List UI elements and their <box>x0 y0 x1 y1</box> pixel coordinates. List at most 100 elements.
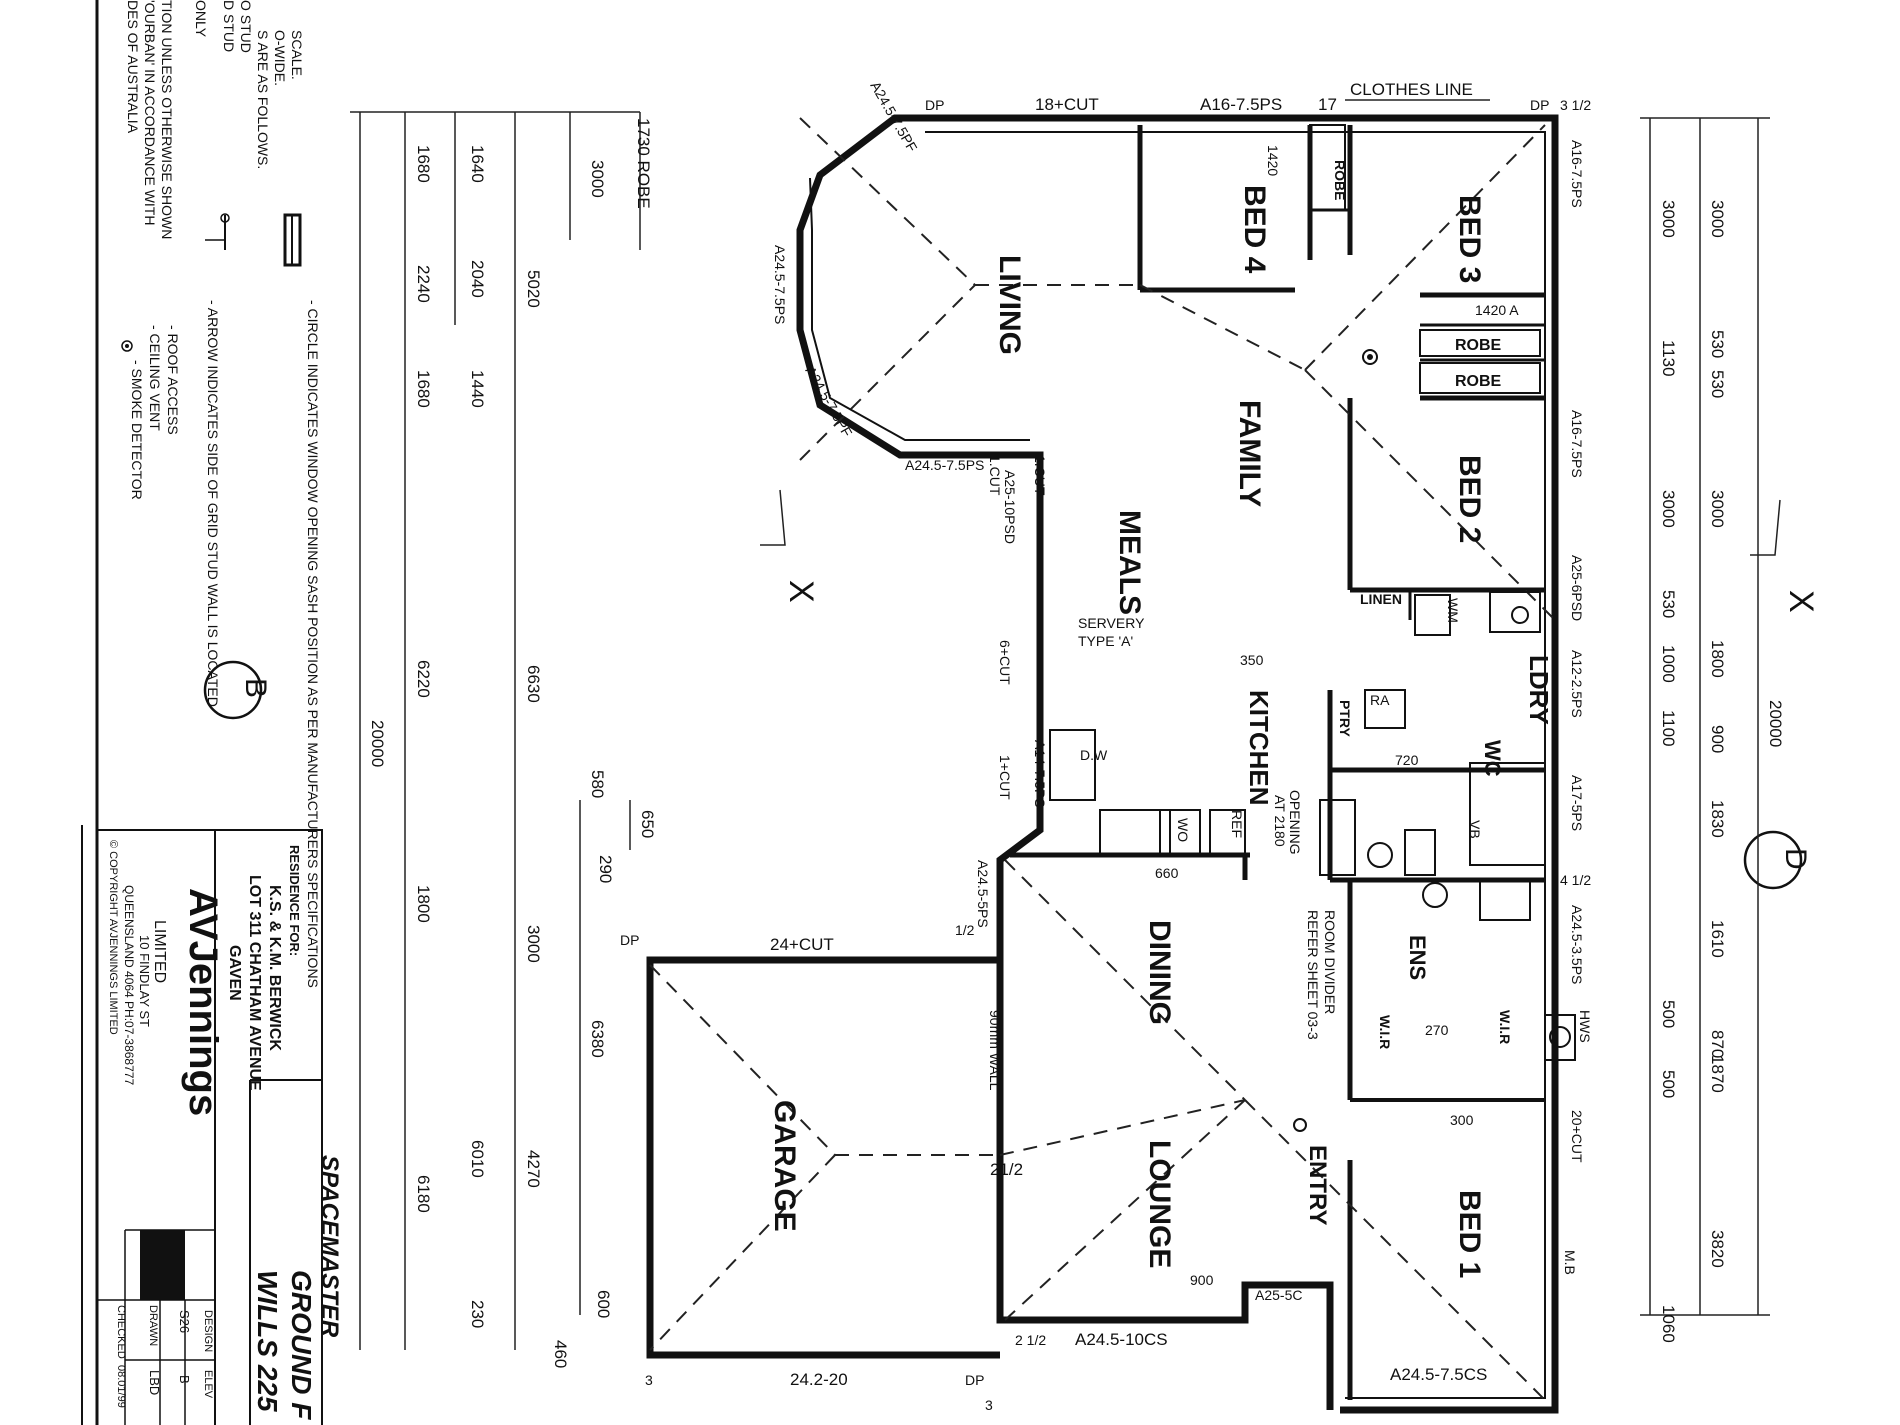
dim-1420: 1420 <box>1265 145 1281 176</box>
window-top-3: 17 <box>1318 95 1337 114</box>
dim-3000: 3000 <box>588 160 607 198</box>
legend-line: S ARE AS FOLLOWS. <box>255 30 271 169</box>
dim-900: 900 <box>1190 1272 1214 1288</box>
servery-label: SERVERY <box>1078 615 1145 631</box>
room-bed3: BED 3 <box>1453 195 1486 283</box>
window-cut-2: 1.CUT <box>987 455 1003 496</box>
window-kitchen: A14-7.5PS <box>1032 740 1048 808</box>
misc-half: 1/2 <box>955 922 975 938</box>
misc-four-half: 4 1/2 <box>1560 872 1591 888</box>
dim-r-870: 870 <box>1708 1030 1727 1058</box>
ref-label: REF <box>1229 810 1245 838</box>
dim-580: 580 <box>588 770 607 798</box>
window-bed1: A24.5-7.5CS <box>1390 1365 1487 1384</box>
room-divider-label: ROOM DIVIDER <box>1322 910 1338 1014</box>
residence-for: RESIDENCE FOR: <box>287 845 302 956</box>
client-name: K.S. & K.M. BERWICK <box>266 885 283 1051</box>
section-x-left: X <box>782 580 820 603</box>
dim-720: 720 <box>1395 752 1419 768</box>
dim-660: 660 <box>1155 865 1179 881</box>
section-marker-left: X <box>760 489 820 603</box>
dim-5020: 5020 <box>524 270 543 308</box>
company-address-2: QUEENSLAND 4064 PH:07-3868777 <box>122 885 136 1085</box>
dim-r-530c: 530 <box>1659 590 1678 618</box>
legend-line: DES OF AUSTRALIA <box>125 0 141 134</box>
copyright-note: © COPYRIGHT AVJENNINGS LIMITED <box>107 840 119 1035</box>
dim-350: 350 <box>1240 652 1264 668</box>
room-ldry: LDRY <box>1524 655 1554 725</box>
dim-1420-a: 1420 A <box>1475 302 1519 318</box>
dim-3000b: 3000 <box>524 925 543 963</box>
room-ens: ENS <box>1405 935 1430 980</box>
elevation-marker-d: D <box>1743 830 1812 890</box>
dim-r2-3000b: 3000 <box>1708 490 1727 528</box>
servery-type: TYPE 'A' <box>1078 633 1133 649</box>
dim-6380: 6380 <box>588 1020 607 1058</box>
vanity-basin-label: VB <box>1467 820 1483 839</box>
window-cut-1: 1.CUT <box>1032 455 1048 496</box>
drawn-value: LBD <box>147 1370 162 1395</box>
elevation-b-label: B <box>239 678 272 698</box>
room-bed2: BED 2 <box>1453 455 1486 543</box>
dim-r-1100: 1100 <box>1659 710 1678 747</box>
legend-line: O-WIDE. <box>272 30 288 86</box>
wall-90mm-label: 90mm WALL <box>987 1010 1003 1091</box>
downpipe-3: DP <box>620 932 639 948</box>
window-right-7: 20+CUT <box>1569 1110 1585 1163</box>
dimension-chains-right <box>1640 117 1770 1316</box>
room-wc: WC <box>1480 740 1505 777</box>
sheet-title: GROUND F <box>286 1270 317 1420</box>
dim-1680b: 1680 <box>414 370 433 408</box>
window-right-5: A17-5PS <box>1569 775 1585 831</box>
legend-window-circle: - CIRCLE INDICATES WINDOW OPENING SASH P… <box>305 300 321 988</box>
drawn-label: DRAWN <box>147 1305 159 1346</box>
elev-label: ELEV <box>202 1370 214 1399</box>
dim-r-1870: 1870 <box>1708 1055 1727 1093</box>
company-limited: LIMITED <box>151 920 168 983</box>
dim-r-1130: 1130 <box>1659 340 1678 377</box>
downpipe-2: DP <box>1530 97 1549 113</box>
clothes-line-label: CLOTHES LINE <box>1350 80 1473 99</box>
room-wir-2: W.I.R <box>1497 1010 1513 1044</box>
dim-4270: 4270 <box>524 1150 543 1188</box>
date-value: 08.01/99 <box>115 1365 127 1408</box>
legend-line: ONLY <box>193 0 209 38</box>
dim-6010: 6010 <box>468 1140 487 1178</box>
title-block: RESIDENCE FOR: K.S. & K.M. BERWICK LOT 3… <box>81 0 343 1425</box>
dim-460: 460 <box>551 1340 570 1368</box>
room-linen: LINEN <box>1360 591 1402 607</box>
misc-two-half: 2 1/2 <box>1015 1332 1046 1348</box>
misc-three-b: 3 <box>985 1397 993 1413</box>
wall-oven-label: WO <box>1175 818 1191 842</box>
dim-r-900: 900 <box>1708 725 1727 753</box>
room-dining: DINING <box>1143 920 1176 1025</box>
robe-bed4: ROBE <box>1332 160 1348 200</box>
model-name: WILLS 225 <box>252 1270 283 1412</box>
dim-r-500b: 500 <box>1659 1070 1678 1098</box>
window-kitchen-2: 1+CUT <box>997 755 1013 800</box>
legend-ceiling-vent: - CEILING VENT <box>147 325 163 431</box>
robe-bed2: ROBE <box>1455 373 1502 390</box>
design-value: S26 <box>177 1310 192 1333</box>
opening-label: OPENING <box>1287 790 1303 855</box>
legend-roof-access: - ROOF ACCESS <box>165 325 181 435</box>
window-bay-3: A24.5-7.5PF <box>802 364 855 440</box>
window-dp6: 6+CUT <box>997 640 1013 685</box>
meter-box-label: M.B <box>1562 1250 1578 1275</box>
dim-6220: 6220 <box>414 660 433 698</box>
dim-20000: 20000 <box>368 720 387 767</box>
dim-270: 270 <box>1425 1022 1449 1038</box>
dim-r-3000: 3000 <box>1659 200 1678 238</box>
legend-line: 'OURBAN' IN ACCORDANCE WITH <box>142 0 158 225</box>
room-meals: MEALS <box>1113 510 1146 615</box>
window-entry: A25-5C <box>1255 1287 1302 1303</box>
window-top-1: 18+CUT <box>1035 95 1099 114</box>
section-x-right: X <box>1782 590 1820 613</box>
window-garage-2: 21/2 <box>990 1160 1023 1179</box>
dim-230: 230 <box>468 1300 487 1328</box>
dim-r2-3000: 3000 <box>1708 200 1727 238</box>
room-lounge: LOUNGE <box>1143 1140 1176 1268</box>
design-label: DESIGN <box>202 1310 214 1352</box>
room-living: LIVING <box>993 255 1026 355</box>
dim-r-1000: 1000 <box>1659 645 1678 683</box>
